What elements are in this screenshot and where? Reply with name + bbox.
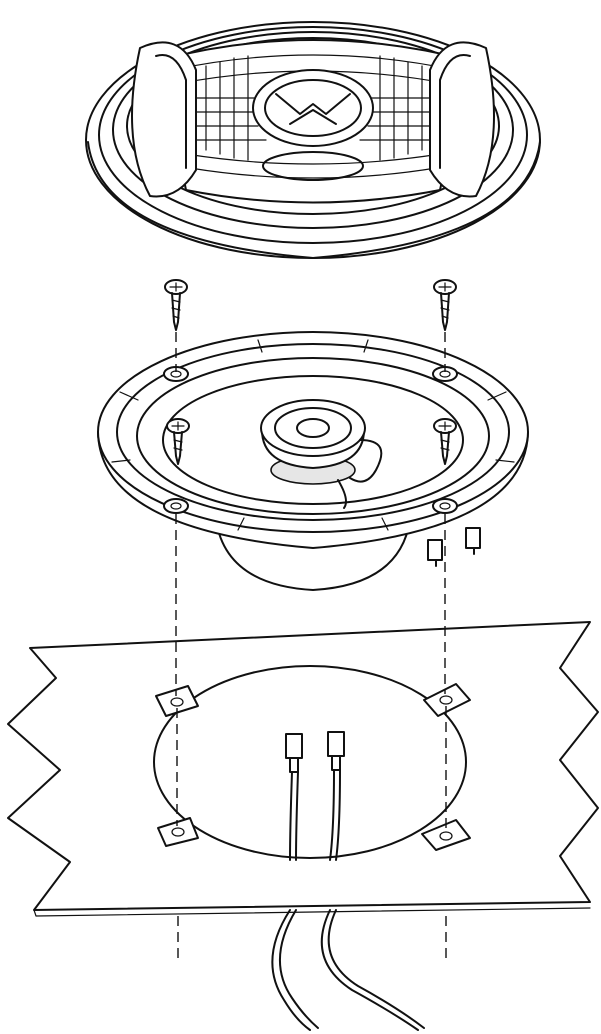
alignment-guide-lines [175, 332, 447, 958]
panel-cutout-icon [7, 621, 599, 917]
coaxial-speaker-icon [97, 331, 529, 591]
speaker-grille-icon [85, 21, 541, 259]
screw-icon [433, 418, 457, 465]
screw-icon [164, 279, 188, 331]
screw-icon [433, 279, 457, 331]
screw-icon [166, 418, 190, 465]
wire-connector-icon [271, 731, 425, 1031]
